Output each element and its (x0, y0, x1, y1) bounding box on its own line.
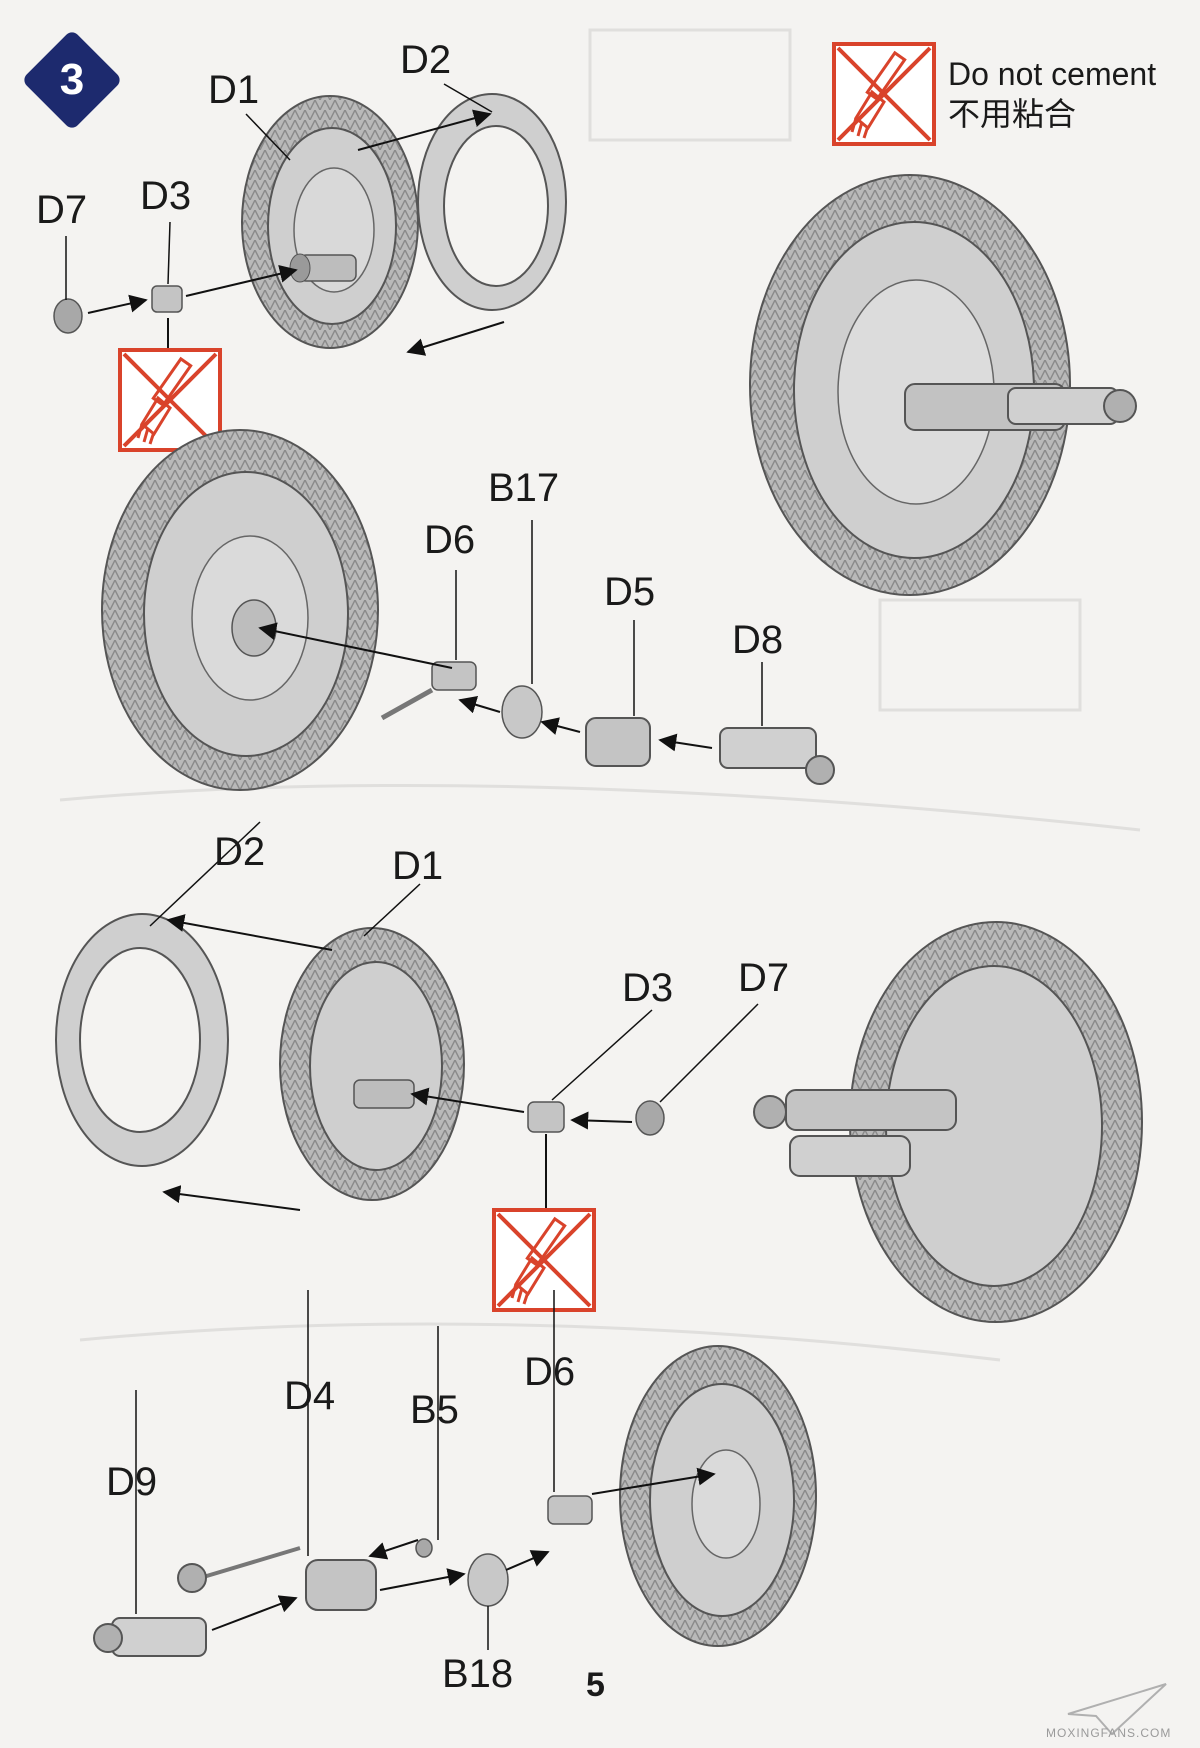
part-label-d3-lower: D3 (622, 966, 674, 1010)
part-label-d3: D3 (140, 174, 192, 218)
watermark-text: MOXINGFANS.COM (1046, 1726, 1172, 1740)
part-label-d7: D7 (36, 188, 88, 232)
watermark-plane-icon (1067, 1683, 1167, 1736)
page-number: 5 (586, 1666, 605, 1704)
part-label-d1-lower: D1 (392, 844, 444, 888)
part-label-d4: D4 (284, 1374, 336, 1418)
part-label-d5: D5 (604, 570, 656, 614)
part-label-d6-lower: D6 (524, 1350, 576, 1394)
part-label-b5: B5 (410, 1388, 459, 1432)
background-ghost-print (59, 28, 1141, 1362)
section-1-left-wheel (53, 93, 567, 452)
part-label-d6: D6 (424, 518, 476, 562)
part-label-d1: D1 (208, 68, 260, 112)
section-4-wheel-hub (93, 1290, 817, 1657)
legend-text-en: Do not cement (948, 56, 1157, 92)
part-label-d2: D2 (400, 38, 452, 82)
legend-text-zh: 不用粘合 (948, 96, 1077, 132)
part-label-d2-lower: D2 (214, 830, 266, 874)
part-label-b18: B18 (442, 1652, 514, 1696)
section-2-wheel-hub (101, 429, 835, 791)
part-label-d8: D8 (732, 618, 784, 662)
legend-no-cement: Do not cement 不用粘合 (948, 54, 1156, 134)
label-leaders (65, 83, 759, 1103)
part-label-b17: B17 (488, 466, 560, 510)
part-label-d7-lower: D7 (738, 956, 790, 1000)
section-3-right-wheel (55, 913, 665, 1312)
assembled-wheel-top-right (749, 174, 1137, 596)
legend-no-cement-icon (832, 42, 936, 146)
assembled-wheel-middle-right (753, 921, 1143, 1323)
part-label-d9: D9 (106, 1460, 158, 1504)
step-number: 3 (59, 55, 85, 104)
